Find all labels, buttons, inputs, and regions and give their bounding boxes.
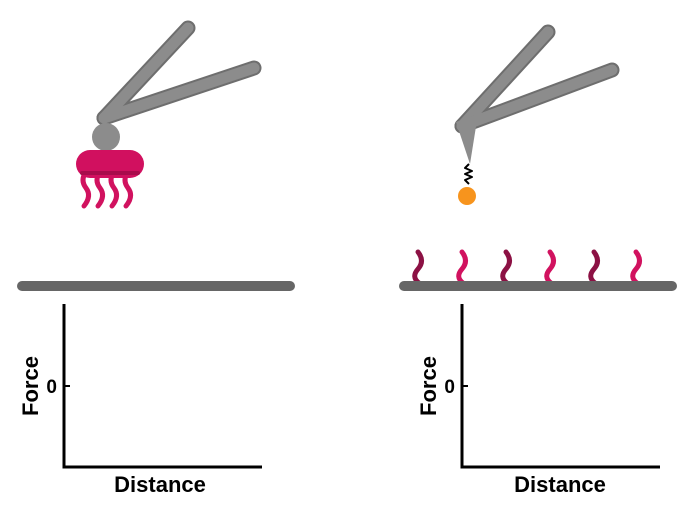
right-afm-tip xyxy=(456,114,478,164)
right-tether xyxy=(464,163,473,185)
right-bead xyxy=(458,187,476,205)
left-plot-axes xyxy=(62,304,262,469)
right-x-axis-label: Distance xyxy=(514,472,606,497)
right-zero-label: 0 xyxy=(444,377,455,398)
right-y-axis-label: Force xyxy=(416,356,441,416)
left-x-axis-label: Distance xyxy=(114,472,206,497)
left-probe-sphere xyxy=(92,123,120,151)
left-cantilever xyxy=(96,20,262,126)
right-panel: 0 Force Distance xyxy=(399,24,677,497)
left-y-axis-label: Force xyxy=(18,356,43,416)
right-cantilever xyxy=(454,24,620,134)
right-surface-polymers xyxy=(412,249,642,286)
right-plot-axes xyxy=(460,304,660,469)
left-panel: 0 Force Distance xyxy=(17,20,295,497)
left-cell xyxy=(76,150,144,209)
left-zero-label: 0 xyxy=(46,377,57,398)
